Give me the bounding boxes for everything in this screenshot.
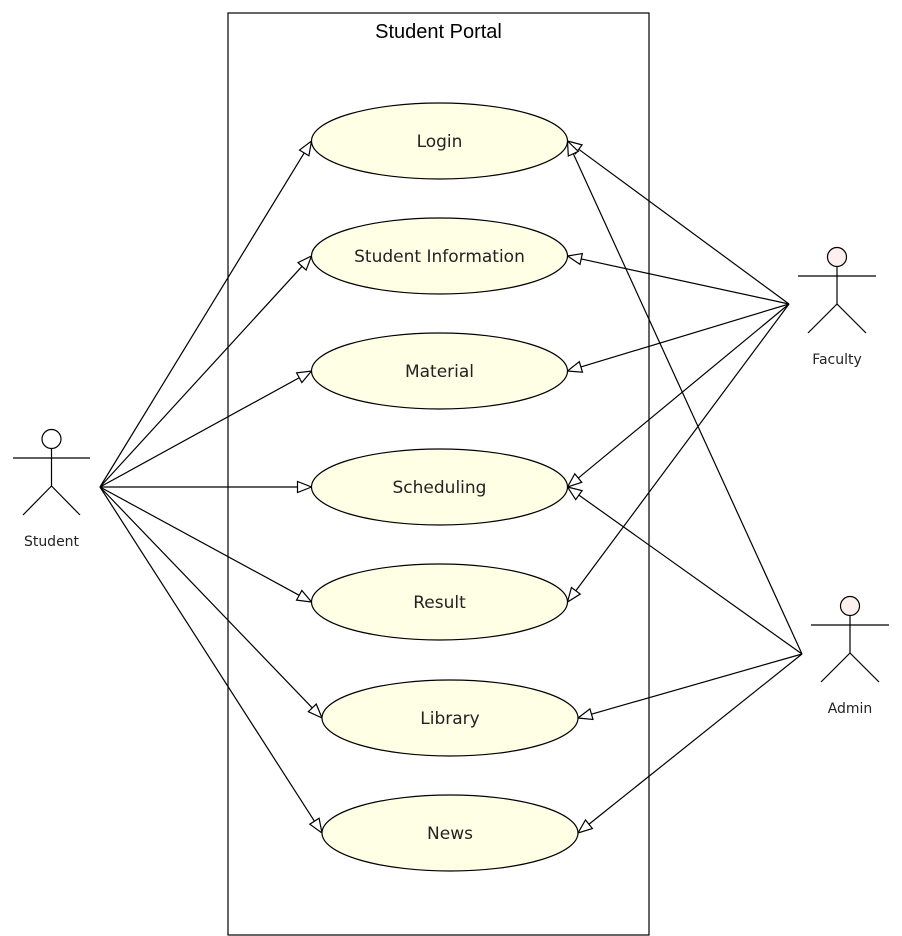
association-arrowhead bbox=[565, 360, 584, 373]
usecase-scheduling-ellipse bbox=[310, 448, 569, 526]
association-admin-scheduling bbox=[566, 486, 803, 655]
association-faculty-student_information bbox=[565, 252, 790, 305]
usecase-student-information[interactable]: Student Information bbox=[310, 217, 569, 295]
association-student-library bbox=[99, 486, 324, 720]
system-boundary: Student Portal bbox=[227, 12, 650, 936]
usecase-scheduling-label: Scheduling bbox=[393, 478, 487, 498]
association-arrowhead bbox=[296, 254, 313, 272]
usecase-material-ellipse bbox=[310, 332, 569, 410]
usecase-student-information-label: Student Information bbox=[354, 247, 525, 267]
association-arrowhead bbox=[576, 818, 594, 835]
association-student-scheduling bbox=[100, 480, 314, 494]
actor-student-label: Student bbox=[24, 534, 80, 550]
association-arrowhead bbox=[295, 370, 313, 384]
association-arrowhead bbox=[565, 252, 584, 266]
association-line bbox=[99, 486, 313, 709]
association-line bbox=[99, 152, 305, 488]
system-title: Student Portal bbox=[375, 21, 502, 43]
usecase-library-ellipse bbox=[321, 679, 579, 757]
usecase-library[interactable]: Library bbox=[321, 679, 579, 757]
association-arrowhead bbox=[576, 707, 594, 721]
association-line bbox=[575, 303, 790, 592]
association-arrowhead bbox=[308, 817, 323, 835]
actor-student-head bbox=[41, 428, 62, 450]
association-line bbox=[99, 486, 300, 596]
association-line bbox=[578, 148, 790, 305]
association-line bbox=[591, 653, 803, 715]
actor-admin[interactable]: Admin bbox=[811, 595, 889, 718]
usecase-result-label: Result bbox=[413, 593, 466, 613]
usecase-material[interactable]: Material bbox=[310, 332, 569, 410]
actor-faculty-right-leg bbox=[836, 303, 867, 334]
association-admin-login bbox=[566, 139, 803, 655]
usecase-result[interactable]: Result bbox=[310, 563, 569, 641]
association-student-news bbox=[99, 486, 323, 835]
actor-admin-head bbox=[839, 595, 861, 617]
actor-student-left-leg bbox=[22, 485, 52, 516]
usecase-login-label: Login bbox=[417, 132, 463, 152]
actor-admin-label: Admin bbox=[828, 701, 873, 717]
actor-admin-left-leg bbox=[820, 652, 851, 683]
association-arrowhead bbox=[566, 139, 580, 157]
association-line bbox=[99, 265, 303, 488]
usecase-student-information-ellipse bbox=[310, 217, 569, 295]
usecase-login[interactable]: Login bbox=[310, 102, 569, 180]
association-admin-library bbox=[576, 653, 803, 721]
actor-faculty-head bbox=[826, 246, 848, 268]
association-admin-news bbox=[576, 653, 803, 835]
association-student-result bbox=[99, 486, 313, 603]
actor-student[interactable]: Student bbox=[13, 428, 90, 551]
association-student-material bbox=[99, 370, 313, 488]
usecase-login-ellipse bbox=[310, 102, 569, 180]
usecase-result-ellipse bbox=[310, 563, 569, 641]
association-student-login bbox=[99, 139, 313, 488]
association-student-student_information bbox=[99, 254, 313, 488]
association-arrowhead bbox=[566, 472, 583, 489]
associations bbox=[99, 139, 803, 835]
actor-faculty[interactable]: Faculty bbox=[798, 246, 876, 369]
association-arrowhead bbox=[566, 586, 582, 604]
association-line bbox=[99, 377, 300, 488]
system-boundary-box bbox=[227, 12, 650, 936]
usecase-material-label: Material bbox=[405, 362, 474, 382]
association-arrowhead bbox=[566, 486, 584, 501]
association-line bbox=[581, 258, 790, 305]
association-line bbox=[99, 486, 315, 822]
association-line bbox=[577, 303, 790, 479]
usecase-news-ellipse bbox=[321, 794, 579, 872]
association-faculty-result bbox=[566, 303, 790, 604]
usecase-news-label: News bbox=[427, 824, 473, 844]
association-arrowhead bbox=[298, 139, 313, 157]
association-arrowhead bbox=[296, 480, 314, 494]
usecase-news[interactable]: News bbox=[321, 794, 579, 872]
actor-faculty-left-leg bbox=[807, 303, 838, 334]
actor-student-right-leg bbox=[51, 485, 81, 516]
association-line bbox=[588, 653, 803, 825]
association-line bbox=[580, 303, 790, 368]
actor-faculty-label: Faculty bbox=[812, 352, 862, 368]
association-arrowhead bbox=[295, 589, 313, 603]
usecase-library-label: Library bbox=[420, 709, 479, 729]
association-faculty-material bbox=[565, 303, 790, 373]
association-arrowhead bbox=[307, 703, 324, 720]
association-line bbox=[578, 494, 803, 655]
association-line bbox=[572, 153, 803, 655]
actor-admin-right-leg bbox=[849, 652, 880, 683]
association-faculty-scheduling bbox=[566, 303, 790, 489]
usecase-scheduling[interactable]: Scheduling bbox=[310, 448, 569, 526]
